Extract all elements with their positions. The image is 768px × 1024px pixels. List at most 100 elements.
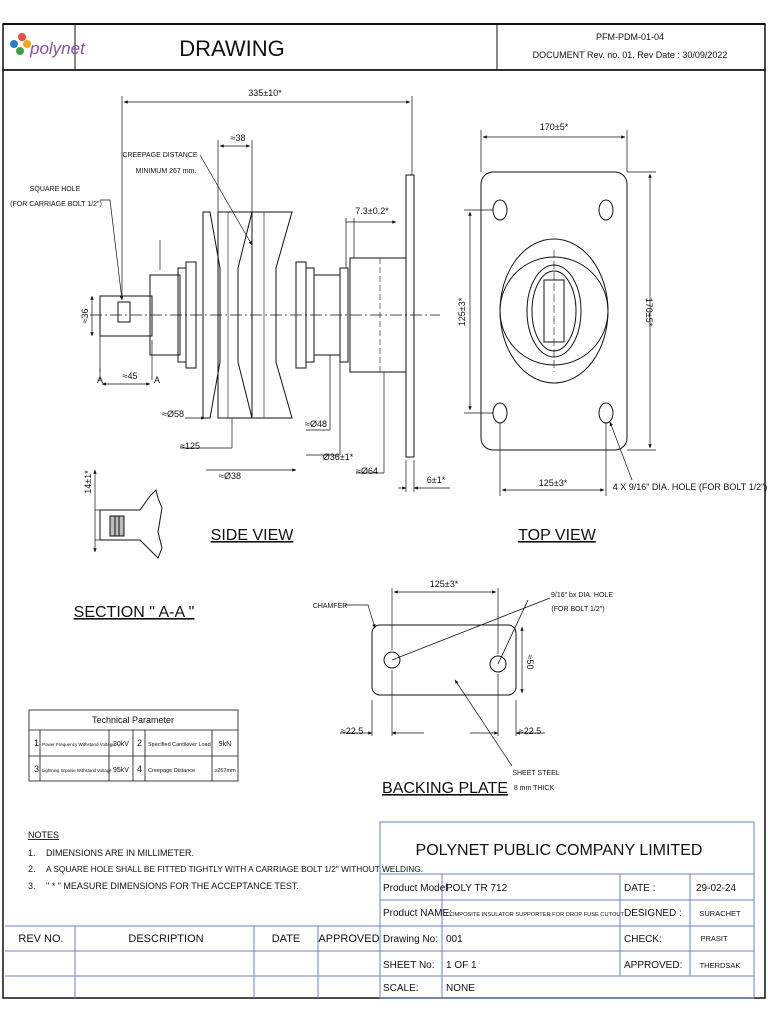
side-view-title: SIDE VIEW bbox=[211, 527, 295, 544]
side-view-labels: 335±10* ≈38 CREEPAGE DISTANCE MINIMUM 26… bbox=[10, 88, 446, 544]
tech-row1-param1: Power Frequency Withstand Voltage bbox=[42, 742, 115, 747]
dim-top-width: ≈38 bbox=[231, 133, 246, 143]
polynet-logo: polynet bbox=[10, 33, 86, 58]
dim-top-width-125: 125±3* bbox=[539, 478, 568, 488]
title-block bbox=[379, 821, 755, 999]
holes-note: 4 X 9/16" DIA. HOLE (FOR BOLT 1/2") bbox=[613, 482, 768, 492]
approved-label: APPROVED: bbox=[624, 960, 682, 971]
creepage-note-line1: CREEPAGE DISTANCE bbox=[122, 152, 198, 159]
tech-row1-value1: 30kV bbox=[113, 741, 129, 748]
check-label: CHECK: bbox=[624, 934, 662, 945]
date-label: DATE : bbox=[624, 883, 655, 894]
product-name-label: Product NAME: bbox=[383, 908, 452, 919]
sheet-steel-note-line1: SHEET STEEL bbox=[512, 770, 559, 777]
drawing-no-label: Drawing No: bbox=[383, 934, 438, 945]
dim-plate-height-50: ≈50 bbox=[525, 655, 535, 670]
dim-dia-36: Ø36±1* bbox=[323, 452, 354, 462]
tech-row1-param2: Specified Cantilever Load bbox=[148, 742, 211, 748]
page-title: DRAWING bbox=[179, 36, 285, 61]
title-block-text: POLYNET PUBLIC COMPANY LIMITED Product M… bbox=[383, 842, 741, 994]
plate-hole-note-line1: 9/16" bx DIA. HOLE bbox=[551, 592, 613, 599]
note-2-text: A SQUARE HOLE SHALL BE FITTED TIGHTLY WI… bbox=[46, 864, 423, 874]
rev-no-header: REV NO. bbox=[18, 933, 63, 945]
note-3-num: 3. bbox=[28, 881, 36, 891]
date-header: DATE bbox=[272, 933, 301, 945]
backing-plate-dimensions bbox=[340, 588, 545, 767]
section-aa-title: SECTION " A-A " bbox=[74, 604, 195, 621]
note-1-text: DIMENSIONS ARE IN MILLIMETER. bbox=[46, 848, 194, 858]
chamfer-note: CHAMFER bbox=[313, 603, 348, 610]
dim-dia-64: ≈Ø64 bbox=[356, 466, 378, 476]
dim-length-125: ≈125 bbox=[180, 441, 200, 451]
dim-groove: 7.3±0.2* bbox=[355, 206, 389, 216]
product-model-label: Product Model : bbox=[383, 883, 453, 894]
tech-row2-param2: Creepage Distance bbox=[148, 768, 195, 774]
date-value: 29-02-24 bbox=[696, 883, 736, 894]
tech-param-text: Technical Parameter 1 Power Frequency Wi… bbox=[34, 715, 236, 774]
scale-value: NONE bbox=[446, 983, 475, 994]
tech-row1-num2: 2 bbox=[137, 738, 142, 748]
dim-dia-58: ≈Ø58 bbox=[162, 409, 184, 419]
tech-param-title: Technical Parameter bbox=[92, 715, 174, 725]
dim-top-height-125: 125±3* bbox=[457, 297, 467, 326]
designed-label: DESIGNED : bbox=[624, 908, 682, 919]
drawing-no-value: 001 bbox=[446, 934, 463, 945]
dim-dia-48: ≈Ø48 bbox=[305, 419, 327, 429]
notes: NOTES 1. DIMENSIONS ARE IN MILLIMETER. 2… bbox=[28, 830, 423, 891]
section-aa bbox=[93, 469, 163, 559]
revision-table bbox=[5, 925, 380, 998]
side-view-dimensions bbox=[90, 96, 450, 492]
tech-row2-value2: ≥267mm bbox=[214, 768, 236, 774]
tech-row2-param1: Lightning Impulse Withstand Voltage bbox=[42, 768, 112, 773]
dim-top-height-170: 170±5* bbox=[644, 298, 654, 327]
dim-edge-left: ≈22.5 bbox=[341, 726, 363, 736]
dim-height-36: ≈36 bbox=[80, 309, 90, 324]
section-marker-left: A bbox=[97, 375, 103, 385]
dim-hole-spacing: 125±3* bbox=[430, 579, 459, 589]
top-view-dimensions bbox=[464, 130, 656, 496]
approved-value: THERDSAK bbox=[700, 961, 741, 970]
tech-row2-value1: 95kV bbox=[113, 767, 129, 774]
tech-param-table bbox=[28, 709, 239, 782]
approved-header: APPROVED bbox=[318, 933, 379, 945]
dim-overall-length: 335±10* bbox=[248, 88, 282, 98]
section-dim-14: 14±1* bbox=[83, 470, 93, 494]
tech-row1-num1: 1 bbox=[34, 738, 39, 748]
dim-edge-right: ≈22.5 bbox=[519, 726, 541, 736]
check-value: PRASIT bbox=[700, 934, 728, 943]
designed-value: SURACHET bbox=[699, 909, 741, 918]
revision-table-headers: REV NO. DESCRIPTION DATE APPROVED bbox=[18, 933, 379, 945]
note-3-text: " * " MEASURE DIMENSIONS FOR THE ACCEPTA… bbox=[46, 881, 299, 891]
company-name: POLYNET PUBLIC COMPANY LIMITED bbox=[416, 842, 703, 859]
dim-top-width-170: 170±5* bbox=[540, 122, 569, 132]
dim-plate-thickness: 6±1* bbox=[427, 475, 446, 485]
dim-length-45: ≈45 bbox=[123, 371, 138, 381]
plate-hole-note-line2: (FOR BOLT 1/2") bbox=[551, 606, 604, 613]
sheet-no-label: SHEET No: bbox=[383, 960, 435, 971]
note-1-num: 1. bbox=[28, 848, 36, 858]
notes-heading: NOTES bbox=[28, 830, 59, 840]
tech-row2-num1: 3 bbox=[34, 764, 39, 774]
sheet-steel-note-line2: 8 mm THICK bbox=[514, 785, 555, 792]
header-block: polynet DRAWING PFM-PDM-01-04 DOCUMENT R… bbox=[2, 23, 766, 71]
square-hole-note-line1: SQUARE HOLE bbox=[30, 186, 81, 193]
top-view-title: TOP VIEW bbox=[518, 527, 597, 544]
tech-row2-num2: 4 bbox=[137, 764, 142, 774]
section-marker-right: A bbox=[154, 375, 160, 385]
note-2-num: 2. bbox=[28, 864, 36, 874]
top-view bbox=[480, 171, 628, 451]
side-view bbox=[90, 174, 440, 458]
sheet-no-value: 1 OF 1 bbox=[446, 960, 477, 971]
tech-row1-value2: 9kN bbox=[219, 741, 231, 748]
product-name-value: COMPOSITE INSULATOR SUPPORTER FOR DROP F… bbox=[446, 912, 625, 918]
scale-label: SCALE: bbox=[383, 983, 419, 994]
creepage-note-line2: MINIMUM 267 mm. bbox=[136, 168, 197, 175]
description-header: DESCRIPTION bbox=[128, 933, 203, 945]
backing-plate-title: BACKING PLATE bbox=[382, 780, 508, 797]
doc-code: PFM-PDM-01-04 bbox=[596, 32, 664, 42]
logo-text: polynet bbox=[29, 39, 86, 58]
square-hole-note-line2: (FOR CARRIAGE BOLT 1/2") bbox=[10, 201, 102, 208]
backing-plate bbox=[371, 597, 551, 696]
top-view-labels: 170±5* 125±3* 170±5* 125±3* 4 X 9/16" DI… bbox=[457, 122, 767, 544]
